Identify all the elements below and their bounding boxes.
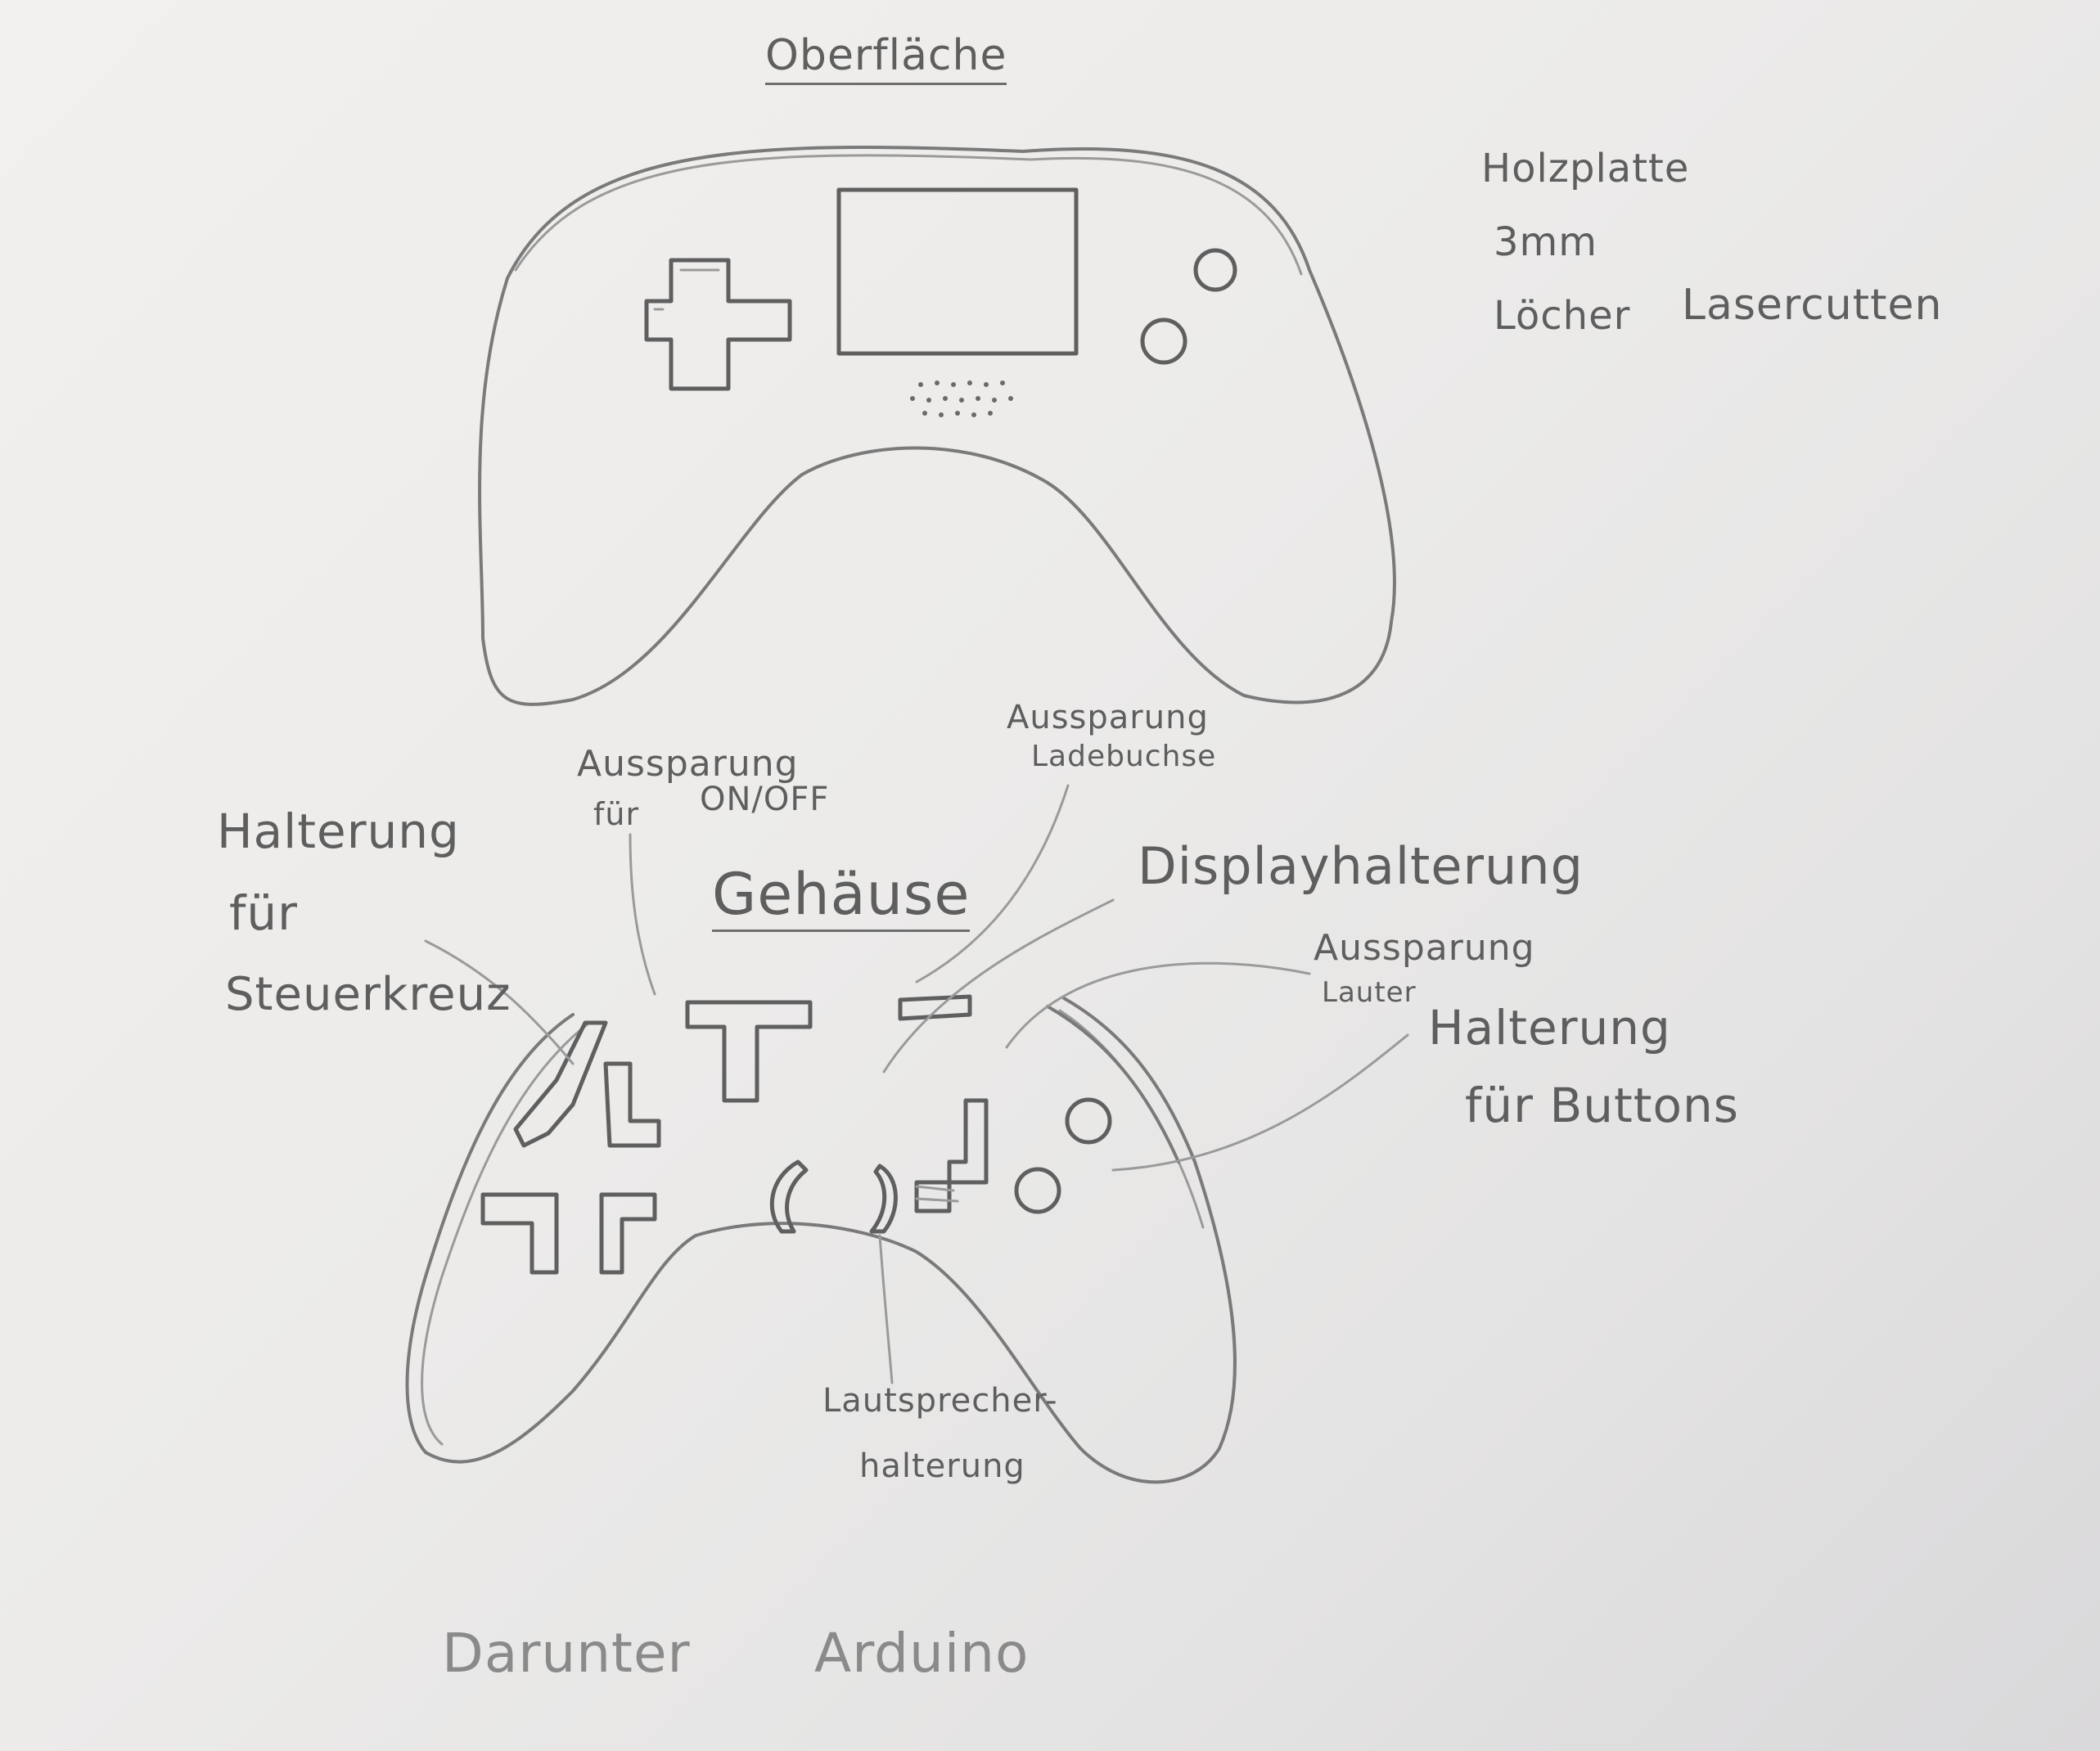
note-darunter: Darunter	[442, 1622, 691, 1685]
housing-title: Gehäuse	[712, 863, 971, 932]
annotation-leader-lines	[424, 784, 1409, 1384]
top-display-window	[836, 187, 1079, 356]
housing-outline	[405, 997, 1237, 1484]
note-thickness: 3mm	[1494, 219, 1598, 265]
note-material: Holzplatte	[1481, 146, 1690, 191]
note-holes: Löcher	[1494, 293, 1631, 339]
label-display-mount: Displayhalterung	[1138, 836, 1584, 896]
steuerkreuz-bracket-upper-right	[603, 1061, 661, 1148]
top-button-lower	[1140, 317, 1187, 365]
housing-button-lower	[1014, 1167, 1061, 1214]
housing-button-upper	[1065, 1097, 1112, 1145]
charging-slot	[898, 994, 972, 1021]
top-controller-outline	[478, 146, 1396, 706]
speaker-bracket-left	[769, 1159, 809, 1234]
top-view-title: Oberfläche	[765, 32, 1007, 86]
top-button-upper	[1193, 248, 1237, 292]
steuerkreuz-bracket-upper-left	[513, 1020, 608, 1148]
speaker-bracket-right	[869, 1164, 898, 1234]
note-lasercut: Lasercutten	[1682, 281, 1943, 330]
steuerkreuz-bracket-lower-right	[599, 1192, 657, 1275]
display-bracket	[914, 1098, 989, 1213]
top-speaker-holes	[910, 380, 1013, 417]
onoff-bracket	[685, 1000, 813, 1103]
note-arduino: Arduino	[814, 1622, 1030, 1685]
steuerkreuz-bracket-lower-left	[480, 1192, 559, 1275]
top-dpad-outline	[644, 258, 792, 391]
